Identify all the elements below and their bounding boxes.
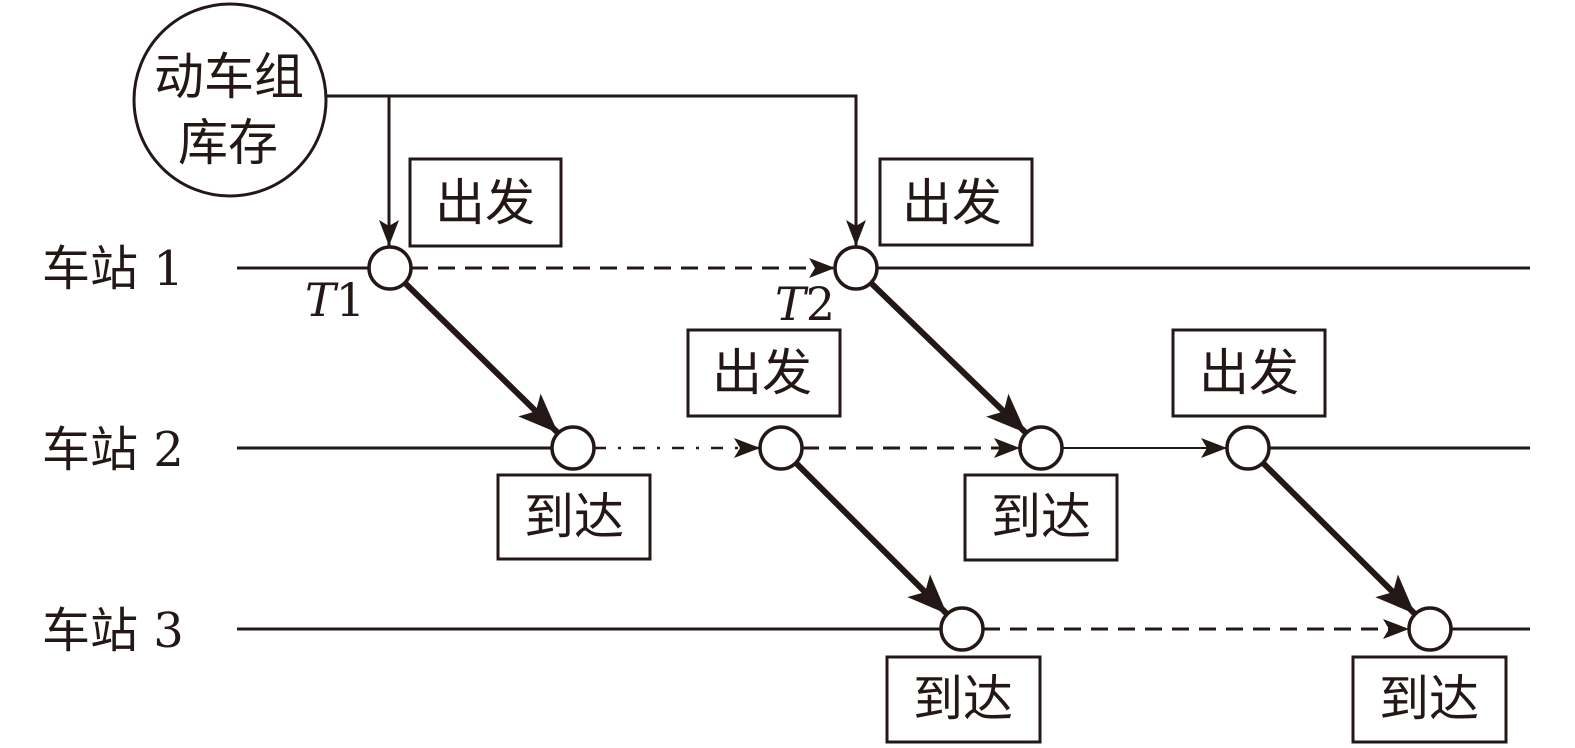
time-marker-t2-symbol: T [775,277,809,331]
travel-arc-s2-to-s3-second [1260,460,1418,617]
inventory-feed-line-to-t2 [327,94,866,246]
event-box-label: 到达 [991,488,1091,546]
station-1-label: 车站 1 [42,241,184,297]
event-box-s1-departure-2: 出发 [878,157,1034,247]
event-box-s2-arrival-1: 到达 [496,473,652,561]
event-box-label: 出发 [1199,344,1299,402]
event-box-s2-arrival-2: 到达 [963,473,1119,562]
event-node-s1-departure-1 [367,245,413,291]
event-box-s3-arrival-1: 到达 [885,655,1042,744]
event-box-frame [878,157,1034,247]
event-box-frame [963,473,1119,562]
event-box-s2-departure-2: 出发 [1171,328,1327,418]
event-box-frame [686,328,842,418]
travel-arc-s2-to-s3-first [793,460,950,617]
station-3-label: 车站 3 [42,603,184,659]
event-node-s2-departure-2 [1225,425,1271,471]
inventory-node: 动车组 库存 [132,2,328,198]
inventory-label-line1: 动车组 [154,48,304,106]
event-box-label: 出发 [435,174,535,232]
event-node-s1-departure-2 [833,245,879,291]
event-box-frame [1351,655,1508,744]
event-node-s3-arrival-1 [939,606,985,652]
event-node-s2-arrival-2 [1018,425,1064,471]
event-box-label: 出发 [712,344,812,402]
event-box-s1-departure-1: 出发 [408,157,563,248]
time-marker-t1: T1 [305,273,365,327]
event-box-frame [885,655,1042,744]
event-box-s2-departure-1: 出发 [686,328,842,418]
station-2-label: 车站 2 [42,422,184,478]
time-marker-t1-symbol: T [305,273,339,327]
event-box-label: 到达 [913,670,1013,728]
inventory-label-line2: 库存 [178,114,278,172]
event-box-frame [408,157,563,248]
inventory-circle [132,2,328,198]
event-node-s2-departure-1 [758,425,804,471]
event-node-s2-arrival-1 [550,425,596,471]
event-box-s3-arrival-2: 到达 [1351,655,1508,744]
event-box-label: 出发 [902,174,1002,232]
event-box-frame [1171,328,1327,418]
event-box-frame [496,473,652,561]
time-marker-t2-index: 2 [806,277,835,331]
event-box-label: 到达 [1379,670,1479,728]
travel-arc-s1-to-s2-second [868,280,1029,436]
time-marker-t1-index: 1 [336,273,365,327]
travel-arc-s1-to-s2-first [402,280,561,436]
time-marker-t2: T2 [775,277,835,331]
event-box-label: 到达 [524,488,624,546]
event-node-s3-arrival-2 [1407,606,1453,652]
